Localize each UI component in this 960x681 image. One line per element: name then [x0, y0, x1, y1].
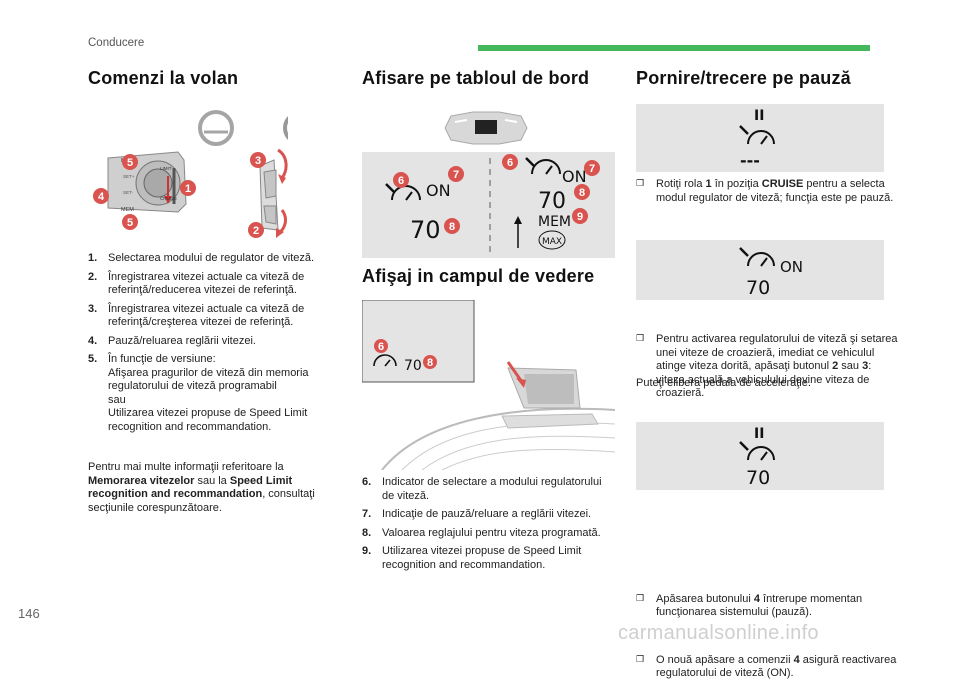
speedometer-icon — [739, 125, 775, 145]
dashboard-display-panel: ON 70 ON 70 MEM MAX 6 7 8 6 7 8 9 — [362, 152, 615, 258]
list-item: 8.Valoarea reglajului pentru viteza prog… — [362, 526, 601, 539]
title-dashboard-display: Afisare pe tabloul de bord — [362, 68, 590, 88]
section-accent-bar — [478, 45, 870, 51]
set-plus-label: SET+ — [123, 174, 135, 179]
list-item: 3.Înregistrarea vitezei actuale ca vitez… — [88, 302, 305, 329]
list-item: 5.În funcţie de versiune:Afişarea pragur… — [88, 353, 309, 433]
watermark: carmanualsonline.info — [618, 622, 819, 644]
active-display-panel: ON 70 — [636, 240, 884, 300]
callout-6: 6 — [502, 154, 518, 170]
callout-4: 4 — [93, 188, 109, 204]
steering-controls-figure: MEM MEM SET+ SET- LIMIT CRUISE 1 2 3 4 5… — [93, 110, 288, 238]
callout-3: 3 — [250, 152, 266, 168]
callout-7: 7 — [584, 160, 600, 176]
section-header: Conducere — [88, 37, 145, 49]
speed-value-right: 70 — [538, 189, 566, 214]
speedometer-icon — [525, 157, 561, 175]
callout-6: 6 — [374, 339, 388, 353]
cruise-label: CRUISE — [160, 196, 177, 201]
pause-display-panel: II --- — [636, 104, 884, 172]
list-item: 7.Indicaţie de pauză/reluare a reglării … — [362, 508, 592, 520]
svg-text:9: 9 — [577, 211, 583, 223]
mem-indicator: MEM — [538, 214, 571, 230]
speed-value: 70 — [746, 277, 770, 299]
svg-text:7: 7 — [453, 169, 459, 181]
svg-text:3: 3 — [255, 155, 261, 167]
callout-5-top: 5 — [122, 154, 138, 170]
title-hud-display: Afişaj in campul de vedere — [362, 266, 595, 286]
callout-7: 7 — [448, 166, 464, 182]
on-indicator-left: ON — [426, 181, 451, 200]
page-number: 146 — [18, 606, 40, 621]
speed-value: 70 — [746, 467, 770, 489]
bullet-activation: ❒Pentru activarea regulatorului de vitez… — [636, 333, 898, 399]
title-start-pause: Pornire/trecere pe pauză — [636, 68, 851, 88]
on-indicator: ON — [780, 258, 803, 276]
no-speed-dashes: --- — [740, 151, 760, 170]
bullet-cruise-selection: ❒Rotiţi rola 1 în poziţia CRUISE pentru … — [636, 178, 894, 204]
checkbox-bullet-icon: ❒ — [636, 179, 645, 189]
on-indicator-right: ON — [562, 167, 587, 186]
max-indicator: MAX — [542, 237, 562, 247]
pause-indicator: II — [754, 108, 764, 124]
callout-5-bottom: 5 — [122, 214, 138, 230]
svg-text:6: 6 — [398, 175, 404, 187]
checkbox-bullet-icon: ❒ — [636, 334, 645, 344]
list-item: 2.Înregistrarea vitezei actuale ca vitez… — [88, 270, 305, 297]
accelerator-note: Puteţi elibera pedala de acceleraţie. — [636, 377, 811, 389]
speed-value-left: 70 — [410, 216, 441, 244]
svg-text:1: 1 — [185, 183, 191, 195]
svg-text:4: 4 — [98, 191, 105, 203]
callout-8: 8 — [574, 184, 590, 200]
display-list: 6.Indicator de selectare a modului regul… — [362, 476, 612, 577]
paused-speed-panel: II 70 — [636, 422, 884, 490]
svg-text:8: 8 — [579, 187, 585, 199]
svg-text:2: 2 — [253, 225, 259, 237]
bullet-resume: ❒O nouă apăsare a comenzii 4 asigură rea… — [636, 653, 897, 680]
title-steering-controls: Comenzi la volan — [88, 68, 239, 88]
list-item: 6.Indicator de selectare a modului regul… — [362, 476, 602, 502]
list-item: 4.Pauză/reluarea reglării vitezei. — [88, 334, 256, 347]
hud-display-figure: 70 6 8 — [362, 300, 615, 470]
reference-paragraph: Pentru mai multe informaţii referitoare … — [88, 461, 315, 514]
callout-8: 8 — [444, 218, 460, 234]
steering-wheel-icon — [198, 110, 234, 146]
checkbox-bullet-icon: ❒ — [636, 593, 645, 604]
steering-wheel-icon — [283, 115, 288, 141]
instrument-cluster-icon — [444, 111, 528, 145]
svg-text:5: 5 — [127, 217, 133, 229]
svg-text:8: 8 — [449, 221, 455, 233]
callout-8: 8 — [423, 355, 437, 369]
speedometer-icon — [739, 247, 775, 267]
callout-9: 9 — [572, 208, 588, 224]
callout-1: 1 — [180, 180, 196, 196]
list-item: 9.Utilizarea vitezei propuse de Speed Li… — [362, 545, 582, 571]
steering-controls-list: 1.Selectarea modului de regulator de vit… — [88, 252, 338, 439]
bullet-pause: ❒Apăsarea butonului 4 întrerupe momentan… — [636, 592, 863, 619]
callout-2: 2 — [248, 222, 264, 238]
svg-text:6: 6 — [507, 157, 513, 169]
svg-text:7: 7 — [589, 163, 595, 175]
checkbox-bullet-icon: ❒ — [636, 654, 645, 665]
speedometer-icon — [739, 441, 775, 461]
list-item: 1.Selectarea modului de regulator de vit… — [88, 252, 315, 264]
pause-indicator: II — [754, 426, 764, 442]
svg-text:5: 5 — [127, 157, 133, 169]
set-minus-label: SET- — [123, 190, 134, 195]
hud-speed-value: 70 — [404, 358, 422, 374]
svg-text:6: 6 — [378, 341, 384, 353]
limit-label: LIMIT — [160, 166, 172, 171]
callout-6: 6 — [393, 172, 409, 188]
mem-label-bottom: MEM — [121, 207, 134, 213]
svg-text:8: 8 — [427, 357, 433, 369]
speedometer-icon — [373, 354, 397, 367]
